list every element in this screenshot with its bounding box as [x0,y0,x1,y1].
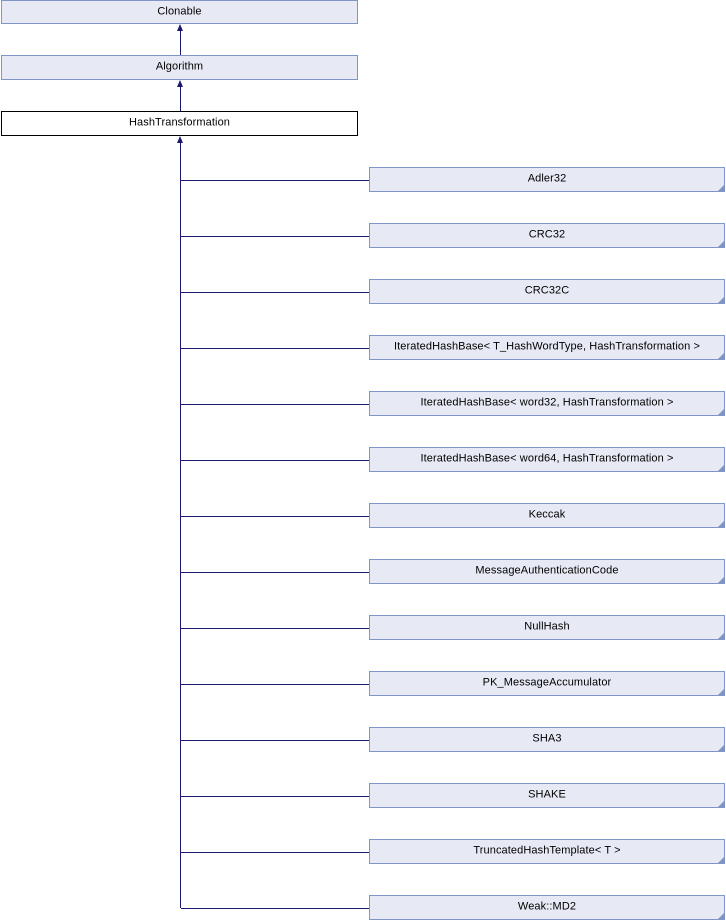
arrowhead-icon [177,136,183,143]
edge-trunk-vertical [180,143,181,908]
class-node-label: CRC32C [524,284,570,297]
edge-hashtransformation-to-algorithm [180,87,181,111]
edge-trunk-to-6 [181,516,369,517]
class-node-derived[interactable]: CRC32 [369,223,725,248]
class-node-label: SHA3 [532,732,562,745]
arrowhead-icon [177,24,183,31]
class-node-label: HashTransformation [128,116,231,129]
class-node-derived[interactable]: TruncatedHashTemplate< T > [369,839,725,864]
class-node-derived[interactable]: NullHash [369,615,725,640]
class-node-algorithm[interactable]: Algorithm [1,55,358,80]
class-node-label: IteratedHashBase< word32, HashTransforma… [420,396,674,409]
edge-trunk-to-13 [181,908,369,909]
edge-trunk-to-11 [181,796,369,797]
class-node-derived[interactable]: CRC32C [369,279,725,304]
class-node-derived[interactable]: Weak::MD2 [369,895,725,920]
class-node-derived[interactable]: SHAKE [369,783,725,808]
edge-algorithm-to-clonable [180,31,181,55]
class-node-label: Weak::MD2 [517,900,577,913]
edge-trunk-to-5 [181,460,369,461]
edge-trunk-to-12 [181,852,369,853]
class-node-derived[interactable]: MessageAuthenticationCode [369,559,725,584]
class-node-derived[interactable]: IteratedHashBase< word64, HashTransforma… [369,447,725,472]
edge-trunk-to-2 [181,292,369,293]
edge-trunk-to-3 [181,348,369,349]
class-node-label: IteratedHashBase< word64, HashTransforma… [420,452,674,465]
class-node-label: Clonable [157,5,202,17]
edge-trunk-to-1 [181,236,369,237]
class-node-derived[interactable]: Adler32 [369,167,725,192]
class-node-label: Keccak [528,508,566,521]
class-node-derived[interactable]: PK_MessageAccumulator [369,671,725,696]
class-node-label: MessageAuthenticationCode [475,564,619,577]
arrowhead-icon [177,80,183,87]
class-node-label: PK_MessageAccumulator [482,676,612,689]
class-node-derived[interactable]: IteratedHashBase< T_HashWordType, HashTr… [369,335,725,360]
edge-trunk-to-10 [181,740,369,741]
edge-trunk-to-8 [181,628,369,629]
edge-trunk-to-0 [181,180,369,181]
class-node-derived[interactable]: IteratedHashBase< word32, HashTransforma… [369,391,725,416]
edge-trunk-to-9 [181,684,369,685]
class-node-label: TruncatedHashTemplate< T > [473,844,621,857]
class-node-hashtransformation[interactable]: HashTransformation [1,111,358,136]
edge-trunk-to-7 [181,572,369,573]
edge-trunk-to-4 [181,404,369,405]
class-node-label: CRC32 [528,228,566,241]
class-node-label: Algorithm [155,60,204,73]
class-node-label: NullHash [524,620,570,633]
class-node-derived[interactable]: Keccak [369,503,725,528]
class-node-label: Adler32 [527,172,567,185]
class-node-label: IteratedHashBase< T_HashWordType, HashTr… [393,340,700,353]
class-node-label: SHAKE [528,788,566,801]
class-node-derived[interactable]: SHA3 [369,727,725,752]
class-node-clonable[interactable]: Clonable [1,0,358,24]
